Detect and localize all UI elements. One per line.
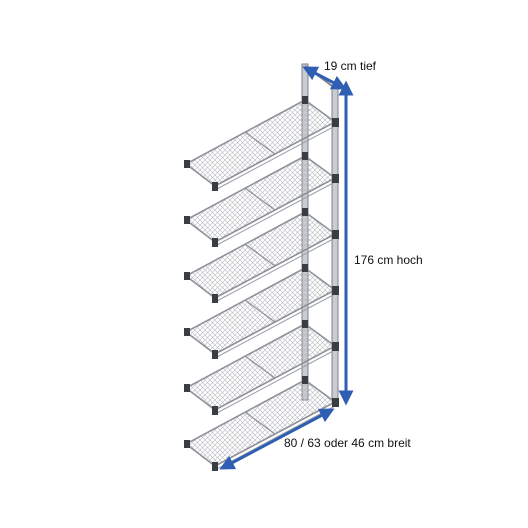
dimension-arrows <box>219 66 354 470</box>
width-arrow <box>219 408 335 470</box>
shelf-support-bar <box>244 131 276 155</box>
shelf-support-bar <box>244 243 276 267</box>
shelf-support-bar <box>244 355 276 379</box>
shelf-bracket <box>332 174 339 183</box>
shelf-bracket <box>302 96 308 104</box>
wire-shelf <box>184 152 339 247</box>
shelf-bracket <box>332 398 339 407</box>
shelf-bracket <box>332 342 339 351</box>
wire-shelf <box>184 208 339 303</box>
shelf-bracket <box>184 272 190 280</box>
shelf-bracket <box>212 350 218 359</box>
depth-arrow <box>302 66 347 90</box>
shelf-bracket <box>184 440 190 448</box>
shelf-front-lip <box>214 181 336 247</box>
shelf-bracket <box>332 286 339 295</box>
wire-shelf <box>184 320 339 415</box>
shelf-bracket <box>332 118 339 127</box>
shelf-bracket <box>332 230 339 239</box>
shelf-bracket <box>302 376 308 384</box>
width-dimension-label: 80 / 63 oder 46 cm breit <box>284 436 411 450</box>
shelf-front-lip <box>214 125 336 191</box>
shelf-bracket <box>212 406 218 415</box>
shelf-support-bar <box>244 299 276 323</box>
shelf-bracket <box>184 384 190 392</box>
shelf-bracket <box>302 264 308 272</box>
shelf-group <box>184 96 339 471</box>
height-dimension-label: 176 cm hoch <box>354 253 423 267</box>
shelf-bracket <box>302 320 308 328</box>
shelf-bracket <box>212 182 218 191</box>
shelf-front-lip <box>214 349 336 415</box>
shelf-support-bar <box>244 187 276 211</box>
shelf-bracket <box>184 160 190 168</box>
shelf-front-lip <box>214 237 336 303</box>
shelf-bracket <box>302 208 308 216</box>
wire-shelf <box>184 96 339 191</box>
shelf-bracket <box>212 462 218 471</box>
shelf-bracket <box>212 294 218 303</box>
shelf-bracket <box>184 328 190 336</box>
depth-dimension-label: 19 cm tief <box>324 59 377 73</box>
upright-post-front <box>331 85 339 405</box>
shelf-bracket <box>184 216 190 224</box>
wire-shelf <box>184 264 339 359</box>
shelf-front-lip <box>214 293 336 359</box>
shelf-bracket <box>302 152 308 160</box>
shelf-bracket <box>212 238 218 247</box>
